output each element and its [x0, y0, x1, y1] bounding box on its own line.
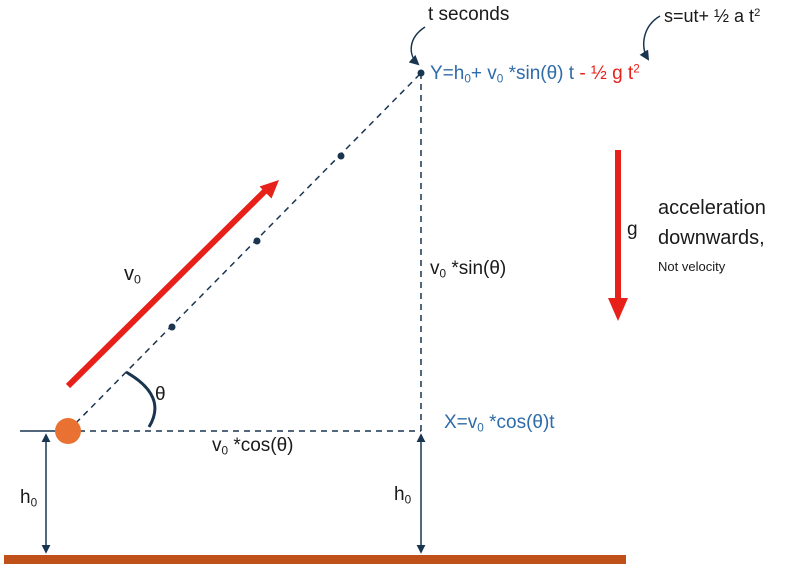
y-position-equation: Y=h0+ v0 *sin(θ) t - ½ g t2	[430, 62, 640, 86]
projectile-ball	[55, 418, 81, 444]
kinematic-equation-main: s=ut+ ½ a t	[664, 6, 755, 26]
y-eq-part: Y=h	[430, 63, 465, 84]
t-seconds-label: t seconds	[428, 4, 510, 25]
x-eq-rest: *cos(θ)t	[483, 412, 555, 433]
acceleration-line2: downwards,	[658, 227, 765, 249]
x-position-equation: X=v0 *cos(θ)t	[444, 412, 555, 435]
v0-sin-rest: *sin(θ)	[446, 258, 507, 279]
velocity-arrow-head	[259, 180, 279, 199]
y-eq-gravity-term: - ½ g t	[579, 63, 634, 84]
velocity-arrow-shaft	[65, 188, 268, 389]
acceleration-line1: acceleration	[658, 197, 766, 219]
gravity-arrow-head	[608, 298, 628, 321]
x-eq-base: X=v	[444, 412, 478, 433]
trajectory-point	[417, 69, 425, 77]
angle-arc	[125, 370, 157, 428]
x-eq-sub: 0	[477, 421, 484, 435]
ground-bar	[4, 555, 626, 564]
acceleration-note: Not velocity	[658, 259, 726, 274]
kinematic-equation: s=ut+ ½ a t2	[664, 7, 760, 25]
v0-base: v	[124, 263, 134, 285]
v0-sub: 0	[134, 272, 141, 287]
y-eq-sub: 0	[464, 72, 471, 86]
v0-cos-label: v0 *cos(θ)	[212, 435, 294, 458]
v0-sin-label: v0 *sin(θ)	[430, 258, 507, 281]
y-eq-part: *sin(θ) t	[503, 63, 580, 84]
v0-sin-base: v	[430, 258, 440, 279]
y-eq-part: + v	[470, 63, 497, 84]
kinematic-pointer-arrow	[639, 15, 661, 61]
trajectory-dashed-line	[67, 72, 422, 432]
g-label: g	[627, 219, 638, 240]
h0-left-label: h0	[20, 487, 38, 510]
h0-left-sub: 0	[30, 496, 38, 510]
h0-right-base: h	[394, 484, 405, 505]
v0-cos-sub: 0	[221, 444, 229, 458]
t-seconds-pointer-arrow	[408, 26, 426, 66]
h0-right-label: h0	[394, 484, 412, 507]
h0-right-sub: 0	[404, 493, 412, 507]
v0-label: v0	[124, 263, 141, 287]
y-eq-gravity-exp: 2	[633, 62, 640, 76]
theta-label: θ	[155, 384, 166, 405]
kinematic-equation-exp: 2	[754, 6, 761, 19]
v0-cos-rest: *cos(θ)	[228, 435, 294, 456]
trajectory-point	[337, 152, 345, 160]
v0-cos-base: v	[212, 435, 222, 456]
v0-sin-sub: 0	[439, 267, 447, 281]
y-eq-sub: 0	[496, 72, 504, 86]
trajectory-point	[253, 237, 261, 245]
h0-left-base: h	[20, 487, 31, 508]
trajectory-point	[168, 323, 176, 331]
